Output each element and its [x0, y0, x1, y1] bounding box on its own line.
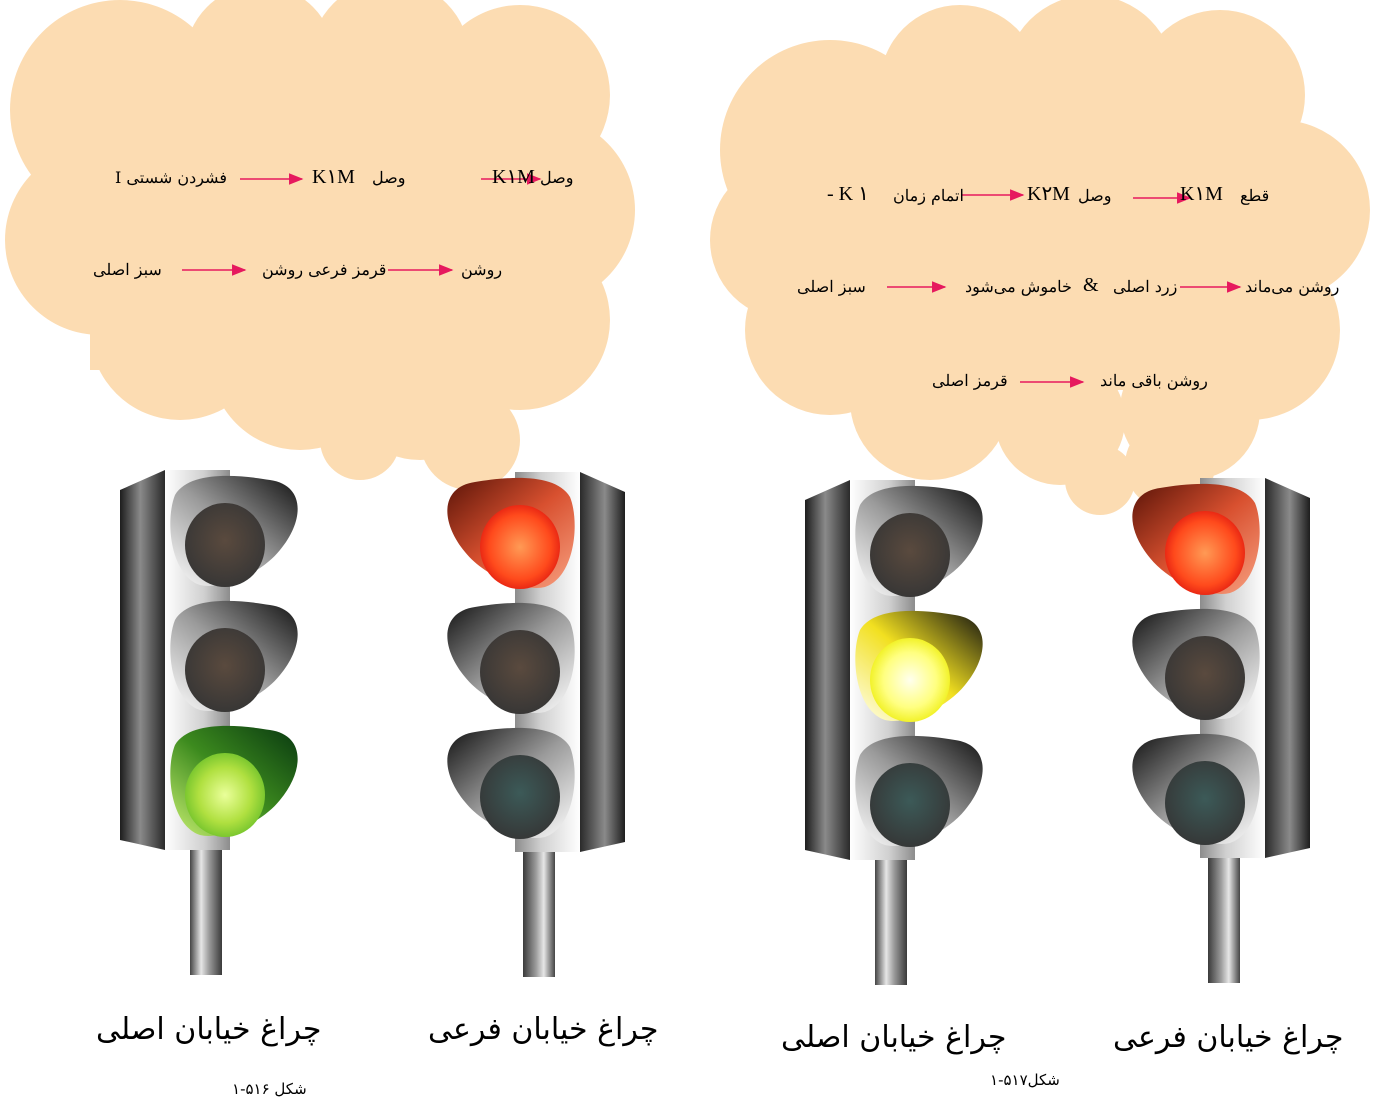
label-secondary-street-light: چراغ خیابان فرعی — [1113, 1020, 1344, 1055]
text-time-elapsed: اتمام زمان — [893, 186, 964, 205]
lamp-off — [480, 630, 560, 714]
text-disconnect: قطع — [1240, 186, 1270, 205]
text-main-green: سبز اصلی — [797, 277, 866, 296]
traffic-light-main-516 — [120, 470, 298, 975]
text-k2m: K۲M — [1027, 183, 1070, 205]
text-connect: وصل — [372, 168, 406, 187]
housing-side — [805, 480, 850, 860]
pole — [523, 832, 555, 977]
text-main-yellow: زرد اصلی — [1113, 277, 1178, 296]
label-main-street-light: چراغ خیابان اصلی — [781, 1020, 1007, 1055]
text-k1m: K۱M — [492, 166, 535, 188]
figure-caption-516: شکل ۵۱۶-۱ — [232, 1080, 307, 1098]
housing-side — [1265, 478, 1310, 858]
text-stays-on: روشن می‌ماند — [1245, 277, 1340, 296]
traffic-light-secondary-517 — [1132, 478, 1310, 983]
traffic-light-secondary-516 — [447, 472, 625, 977]
text-k1m: K۱M — [1180, 183, 1223, 205]
label-secondary-street-light: چراغ خیابان فرعی — [428, 1012, 659, 1047]
text-turns-off: خاموش می‌شود — [965, 277, 1072, 296]
label-main-street-light: چراغ خیابان اصلی — [96, 1012, 322, 1047]
lamp-off — [480, 755, 560, 839]
lamp-green-on — [185, 753, 265, 837]
traffic-light-main-517 — [805, 480, 983, 985]
text-k1-timer: K ۱ - — [827, 183, 869, 205]
pole — [190, 830, 222, 975]
figure-caption-517: شکل۵۱۷-۱ — [990, 1071, 1060, 1089]
lamp-off — [1165, 761, 1245, 845]
text-connect: وصل — [1078, 186, 1112, 205]
text-connect: وصل — [540, 168, 574, 187]
housing-side — [580, 472, 625, 852]
thought-cloud-516 — [5, 0, 635, 490]
lamp-red-on — [1165, 511, 1245, 595]
text-on: روشن — [461, 260, 503, 279]
text-k1m: K۱M — [312, 166, 355, 188]
lamp-red-on — [480, 505, 560, 589]
lamp-off — [185, 628, 265, 712]
text-press-button: فشردن شستی I — [115, 168, 227, 187]
pole — [1208, 838, 1240, 983]
housing-side — [120, 470, 165, 850]
lamp-yellow-on — [870, 638, 950, 722]
text-remained-on: روشن باقی ماند — [1100, 371, 1208, 390]
lamp-off — [870, 763, 950, 847]
pole — [875, 840, 907, 985]
traffic-lights — [120, 470, 1310, 985]
text-ampersand: & — [1083, 274, 1099, 296]
lamp-off — [870, 513, 950, 597]
thought-cloud-517 — [710, 0, 1370, 515]
lamp-off — [1165, 636, 1245, 720]
text-main-red: قرمز اصلی — [932, 371, 1008, 390]
lamp-off — [185, 503, 265, 587]
text-main-green: سبز اصلی — [93, 260, 162, 279]
text-secondary-red-on: قرمز فرعی روشن — [262, 260, 387, 279]
